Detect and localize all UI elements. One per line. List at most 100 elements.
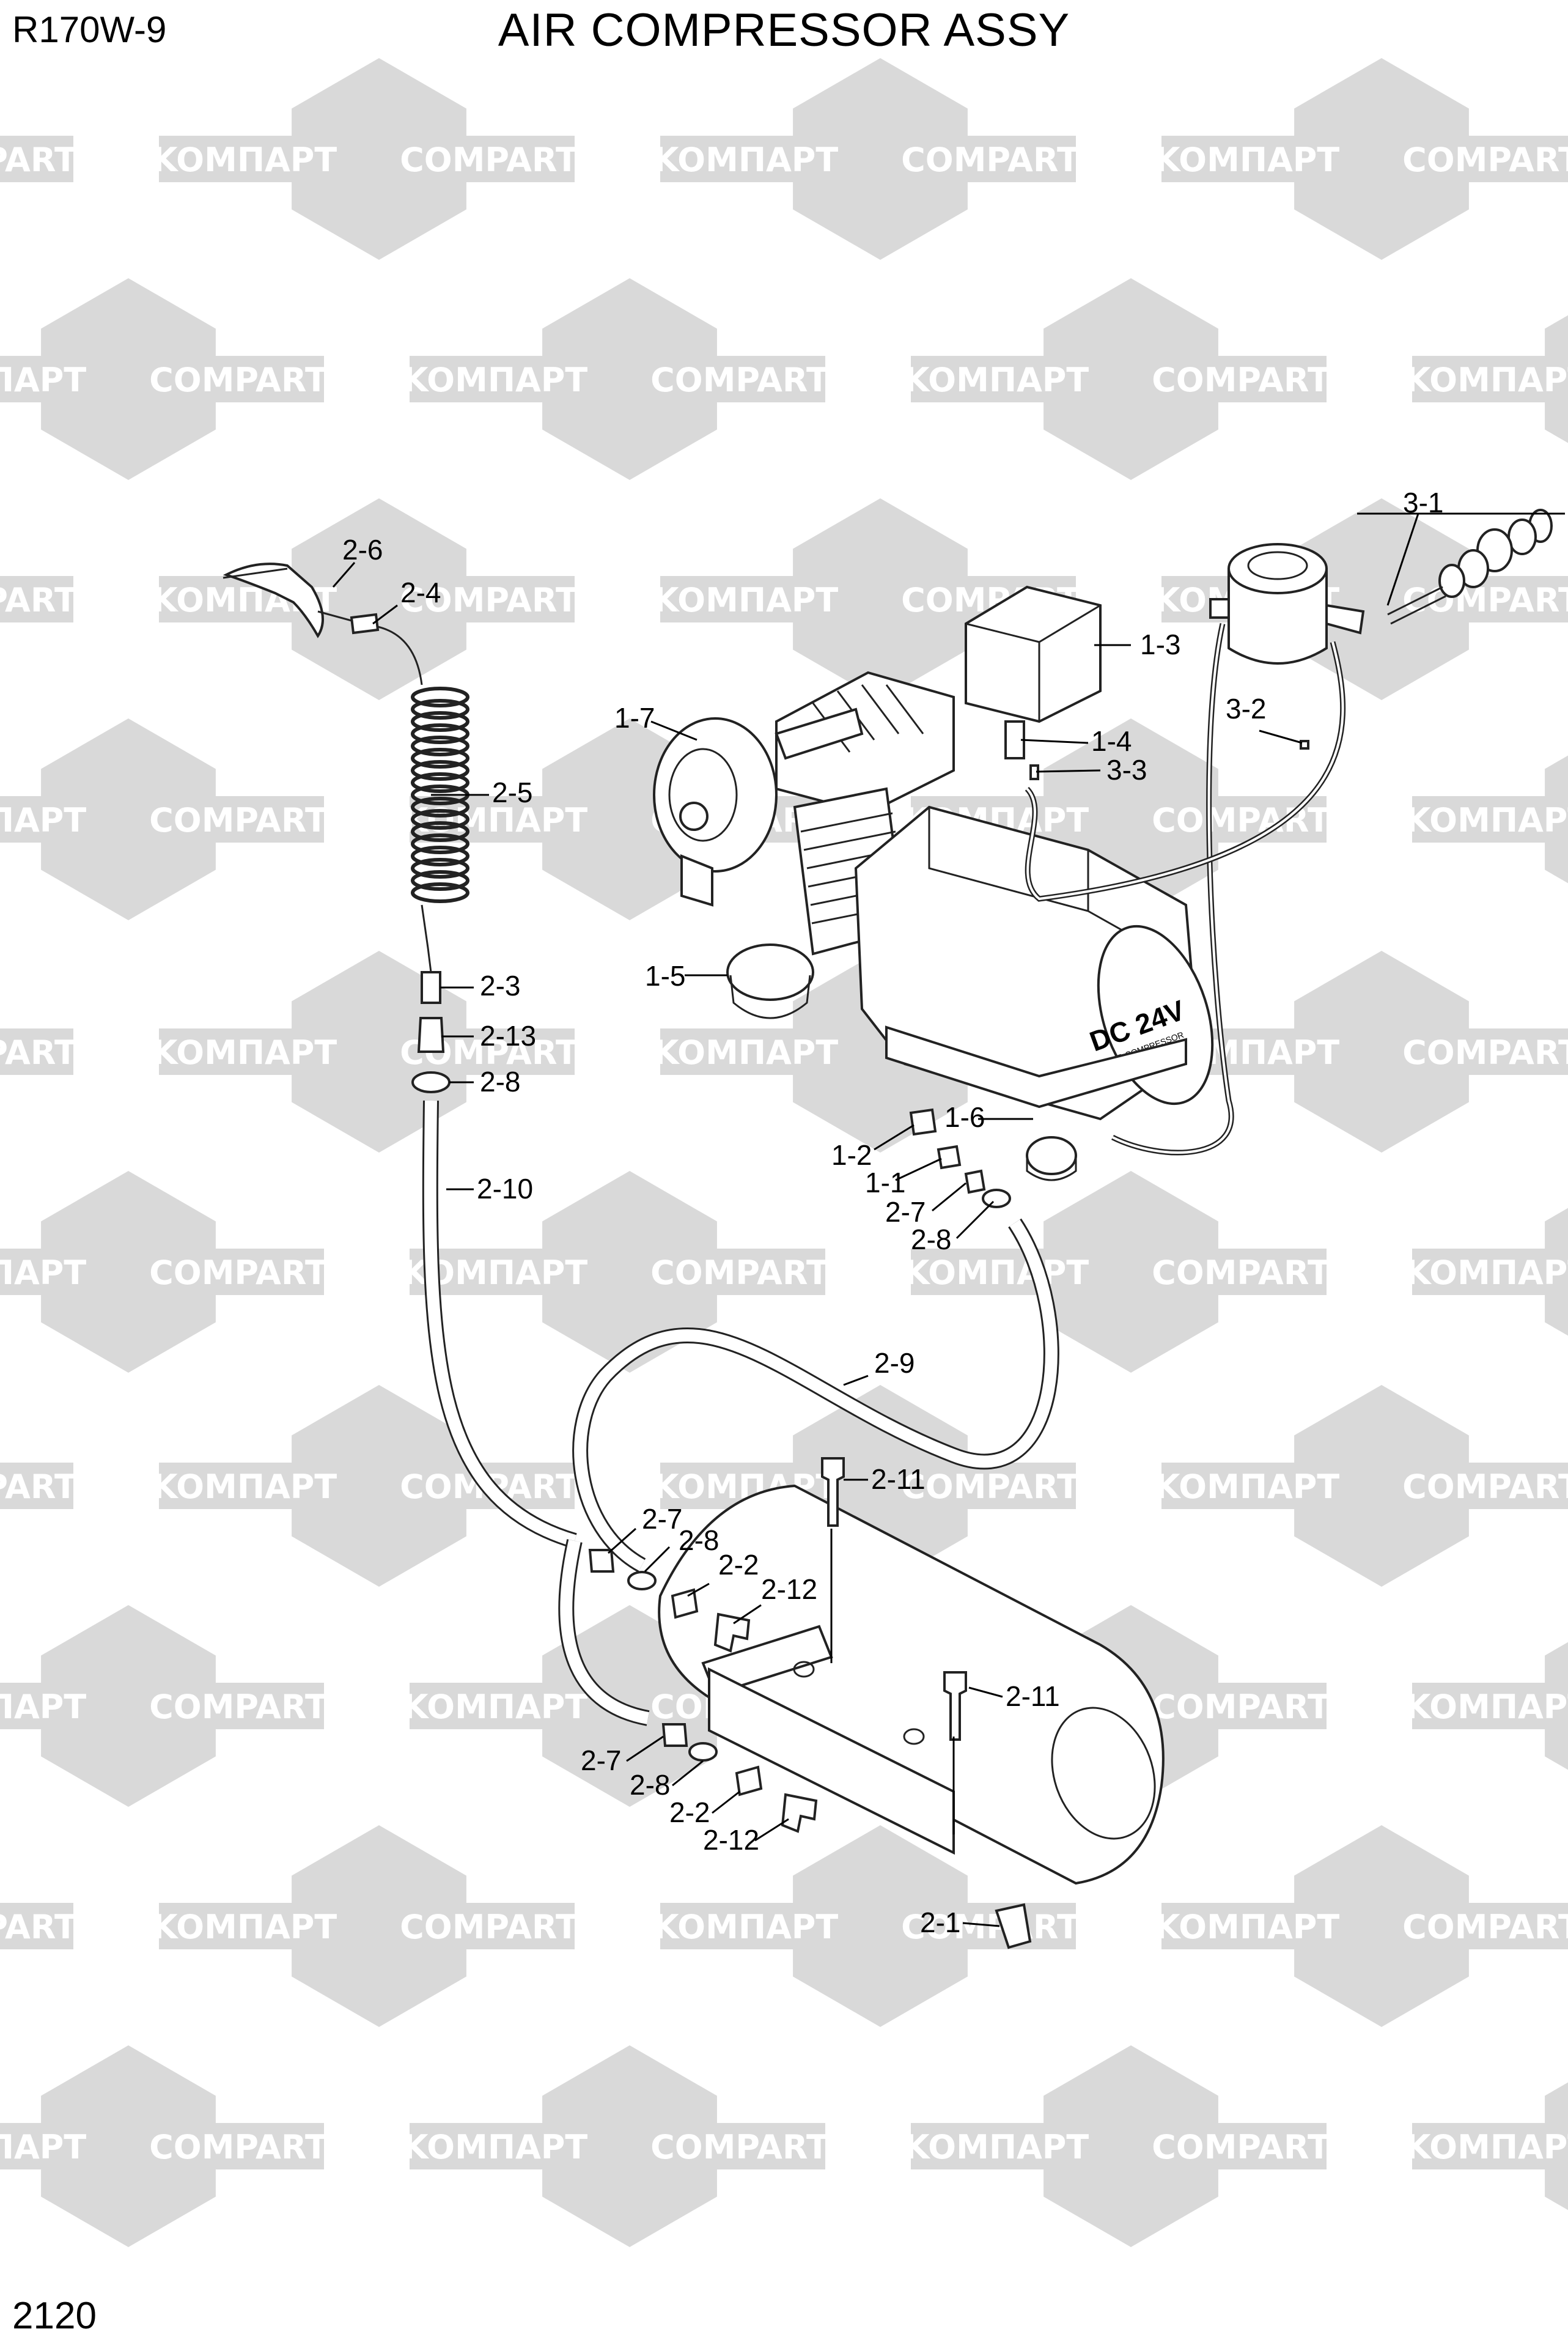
compressor-unit: DC 24V DC AIR COMPRESSOR: [653, 585, 1214, 1181]
watermark-tile: KOMПАРТ COMPART: [0, 1171, 328, 1373]
watermark-text: KOMПАРТ: [403, 2128, 588, 2166]
watermark-text: COMPART: [0, 141, 77, 179]
watermark-text: COMPART: [149, 1253, 328, 1292]
leader-lines: [332, 512, 1565, 1927]
watermark-text: KOMПАРТ: [904, 1253, 1089, 1292]
callout-2-1: 2-1: [920, 1907, 960, 1938]
watermark-text: KOMПАРТ: [653, 141, 839, 179]
callout-1-5: 1-5: [645, 960, 685, 992]
watermark-text: KOMПАРТ: [653, 1908, 839, 1946]
hose-clamp-2-8a: [411, 1071, 451, 1093]
watermark-text: COMPART: [400, 1908, 578, 1946]
watermark-tile: KOMПАРТ COMPART: [1155, 1385, 1568, 1587]
watermark-text: COMPART: [901, 141, 1080, 179]
callout-1-2: 1-2: [831, 1139, 872, 1171]
hose-coil: [411, 748, 469, 769]
watermark-text: COMPART: [400, 581, 578, 619]
watermark-text: COMPART: [901, 1908, 1080, 1946]
watermark-text: COMPART: [0, 1033, 77, 1072]
watermark-text: KOMПАРТ: [904, 361, 1089, 399]
callout-2-7-b: 2-7: [642, 1503, 682, 1535]
fitting-2-3: [421, 971, 441, 1004]
watermark-tile: KOMПАРТ COMPART: [653, 58, 1080, 260]
model-number: R170W-9: [12, 9, 167, 50]
page-number: 2120: [12, 2295, 97, 2337]
callout-2-12-b: 2-12: [703, 1824, 759, 1856]
watermark-text: COMPART: [0, 1468, 77, 1506]
fitting-2-7a: [964, 1169, 986, 1194]
hose-coil: [411, 760, 469, 781]
callout-1-3: 1-3: [1140, 629, 1180, 660]
hose-coupler-2-4: [350, 613, 380, 635]
callout-2-10: 2-10: [477, 1173, 533, 1205]
callout-1-1: 1-1: [865, 1167, 905, 1198]
watermark-text: COMPART: [1402, 581, 1568, 619]
watermark-text: KOMПАРТ: [152, 1908, 337, 1946]
watermark-text: COMPART: [1152, 361, 1330, 399]
fitting-1-4: [1004, 720, 1025, 759]
watermark-text: KOMПАРТ: [904, 2128, 1089, 2166]
watermark-text: COMPART: [650, 2128, 829, 2166]
watermark-text: KOMПАРТ: [152, 1033, 337, 1072]
callout-2-8-b: 2-8: [911, 1224, 951, 1255]
callout-labels: 3-1 2-6 2-4 1-3 3-2 1-7 1-4 3-3 2-5 1-5 …: [342, 487, 1443, 1938]
fitting-1-1: [937, 1145, 962, 1170]
watermark-tile: KOMПАРТ COMPART: [403, 2045, 829, 2247]
intake-filter-housing: [965, 585, 1102, 723]
hose-coil: [411, 833, 469, 854]
air-tank: [588, 1457, 1165, 1949]
watermark-text: KOMПАРТ: [0, 1253, 86, 1292]
watermark-text: KOMПАРТ: [403, 801, 588, 840]
watermark-text: KOMПАРТ: [0, 361, 86, 399]
spacer-1-6: [1026, 1136, 1077, 1175]
watermark-text: COMPART: [1152, 1688, 1330, 1726]
tank-shell: [658, 1484, 1165, 1885]
watermark-text: COMPART: [1402, 1033, 1568, 1072]
callout-2-8-c: 2-8: [679, 1524, 719, 1556]
blow-gun-assy: [223, 563, 469, 1093]
callout-2-9: 2-9: [874, 1347, 915, 1379]
mounting-bracket-lower: [708, 1667, 955, 1855]
air-filter: [653, 717, 778, 873]
hose-2-10: [422, 1100, 577, 1549]
elbow-2-12b: [781, 1793, 818, 1833]
callout-2-3: 2-3: [480, 970, 520, 1002]
watermark-text: KOMПАРТ: [1155, 1468, 1340, 1506]
hose-coil: [411, 882, 469, 903]
watermark-text: COMPART: [1402, 141, 1568, 179]
clamp-2-8b: [982, 1189, 1011, 1208]
hose-coil: [411, 772, 469, 793]
outlet-pipe: [775, 707, 864, 760]
callout-2-13: 2-13: [480, 1020, 536, 1052]
callout-2-7-c: 2-7: [581, 1744, 621, 1776]
hose-coil: [411, 846, 469, 866]
bolt-2-11a: [821, 1457, 845, 1527]
elbow-1-2: [909, 1108, 937, 1136]
tank-end: [1051, 1707, 1156, 1840]
threaded-stud: [1387, 586, 1446, 625]
watermark-text: COMPART: [0, 581, 77, 619]
callout-1-7: 1-7: [614, 702, 655, 734]
watermark-tile: KOMПАРТ COMPART: [904, 278, 1330, 480]
drain-cock-2-1: [995, 1903, 1032, 1949]
watermark-text: KOMПАРТ: [1405, 1253, 1568, 1292]
callout-2-8-d: 2-8: [630, 1769, 670, 1801]
watermark-text: KOMПАРТ: [152, 141, 337, 179]
watermark-text: KOMПАРТ: [1155, 1908, 1340, 1946]
watermark-text: COMPART: [650, 361, 829, 399]
watermark-text: COMPART: [1402, 1468, 1568, 1506]
watermark-text: COMPART: [149, 2128, 328, 2166]
